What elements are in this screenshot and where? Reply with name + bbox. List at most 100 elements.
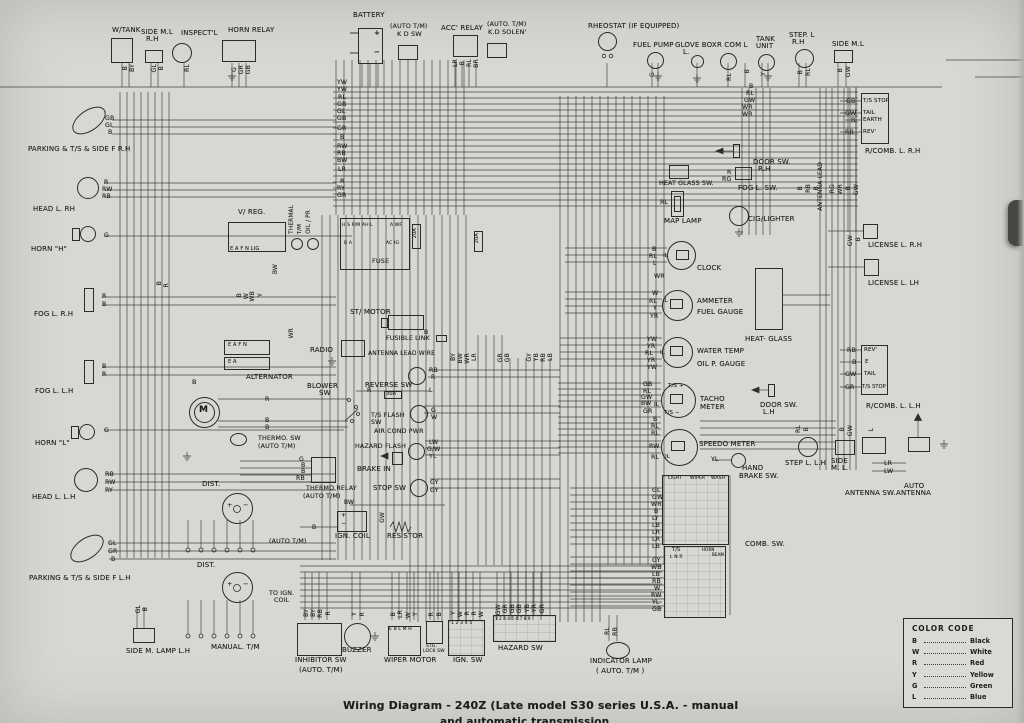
wire-label: G — [104, 427, 109, 434]
label-blower-sw: BLOWER — [307, 382, 339, 390]
wire-label: R — [325, 611, 332, 616]
wire-label: G — [104, 232, 109, 239]
wire-label: T/M — [297, 224, 303, 235]
dist-auto — [222, 493, 253, 524]
label-v-reg: V/ REG. — [238, 208, 266, 216]
wire-label: YR — [531, 604, 538, 613]
wire-label: + — [341, 512, 347, 519]
hazard-sw-table — [493, 615, 556, 642]
wire-label: E — [865, 359, 869, 365]
stop-sw — [410, 479, 428, 497]
wire-label: REV' — [864, 347, 878, 353]
horn-l-flare — [71, 426, 79, 439]
wire-label: L — [868, 428, 875, 432]
wire-label: GW — [379, 512, 386, 523]
wire-label: RB — [805, 184, 812, 193]
component-label: (AUTO. T/M) — [299, 666, 343, 674]
st-motor — [388, 315, 424, 330]
color-code-row: Y Yellow — [912, 671, 1004, 679]
wire-label: R — [163, 283, 170, 288]
wire-label: B — [797, 186, 804, 191]
label-license-rh: LICENSE L. R.H — [868, 241, 923, 249]
wire-label: RL — [338, 94, 347, 101]
clock-inner — [676, 250, 689, 260]
side-m-lamp-lh — [133, 628, 155, 643]
dist-manual — [222, 572, 253, 603]
wire-label: B — [839, 427, 846, 432]
inspection-lamp — [172, 43, 192, 63]
wire-label: WASH — [711, 476, 726, 481]
color-code-letter: Y — [912, 670, 917, 679]
wire-label: B — [653, 416, 658, 423]
fuse-30a — [384, 391, 402, 399]
st-motor-solenoid — [381, 318, 388, 328]
wire-label: RL — [795, 425, 802, 434]
wire-label: E A F N LIG — [230, 246, 260, 252]
wire-label: RL — [604, 627, 611, 636]
color-code-letter: L — [912, 692, 917, 701]
wire-label: LR — [652, 536, 661, 543]
wire-label: LIGHT — [668, 476, 683, 481]
blower-motor-inner — [194, 402, 215, 423]
wire-label: T/S − — [664, 410, 680, 416]
wire-label: B — [265, 417, 270, 424]
wire-label: BW — [272, 264, 279, 275]
label-indicator-lamp: INDICATOR LAMP — [590, 657, 652, 665]
wire-label: RL — [645, 350, 654, 357]
component-label: R.H — [792, 38, 805, 46]
component-label: METER — [700, 403, 725, 411]
wire-label: − — [341, 520, 347, 527]
water-temp-inner — [670, 346, 683, 356]
wire-label: WR — [651, 501, 662, 508]
wire-label: RL — [660, 199, 669, 206]
color-code-letter: B — [912, 637, 918, 645]
label-dist-auto: DIST. — [202, 480, 221, 488]
wire-label: YW — [337, 79, 348, 86]
wire-label: Y — [760, 72, 767, 76]
color-code-letter: W — [912, 648, 920, 657]
wire-label: LY — [652, 515, 659, 522]
wire-label: 1 2 3 4 5 6 7 8 9 — [495, 616, 531, 621]
component-label: − — [374, 48, 381, 56]
component-label: M. L. — [831, 464, 849, 472]
label-st-motor: ST/ MOTOR — [350, 308, 391, 316]
stg-lock-sw — [426, 621, 443, 644]
wire-label: RG — [722, 176, 732, 183]
wire-label: WR — [742, 111, 753, 118]
wire-label: B — [654, 508, 659, 515]
wire-label: WR — [288, 328, 295, 339]
glove-box-lamp — [691, 55, 704, 68]
label-horn-relay: HORN RELAY — [228, 26, 275, 34]
color-code-name: Yellow — [970, 670, 994, 679]
wire-label: GB — [105, 115, 115, 122]
heat-glass-sw — [669, 165, 689, 179]
color-code-name: Green — [970, 681, 993, 690]
horn-h-flare — [72, 228, 80, 241]
wire-label: RL — [651, 423, 660, 430]
wire-label: B A — [344, 241, 353, 246]
label-buzzer: BUZZER — [342, 646, 372, 654]
label-w-tank: W/TANK — [112, 26, 141, 34]
label-fuse: FUSE — [372, 257, 390, 265]
wire-label: RB — [296, 475, 305, 482]
wire-label: GR — [539, 604, 546, 614]
license-lh — [864, 259, 879, 276]
wire-label: WR — [837, 184, 844, 195]
label-resistor: RESISTOR — [387, 532, 424, 540]
wire-label: LB — [652, 522, 660, 529]
label-hazard-flash: HAZARD FLASH — [355, 443, 407, 450]
label-antenna-lead: ANTENNA LEAD — [817, 162, 824, 211]
wire-label: RL — [805, 68, 812, 77]
label-stop-sw: STOP SW — [373, 484, 407, 492]
label-map-lamp: MAP LAMP — [664, 217, 702, 225]
door-sw-lh — [768, 384, 775, 397]
wire-label: R — [340, 178, 345, 185]
label-heat-glass: HEAT- GLASS — [745, 335, 793, 343]
head-lamp-lh — [74, 468, 98, 492]
wire-label: WR — [742, 104, 753, 111]
label-parking-rh: PARKING & T/S & SIDE F R.H — [28, 145, 131, 153]
wire-label: (AUTO T/M) — [303, 493, 341, 500]
wire-label: BEAM — [712, 552, 725, 557]
